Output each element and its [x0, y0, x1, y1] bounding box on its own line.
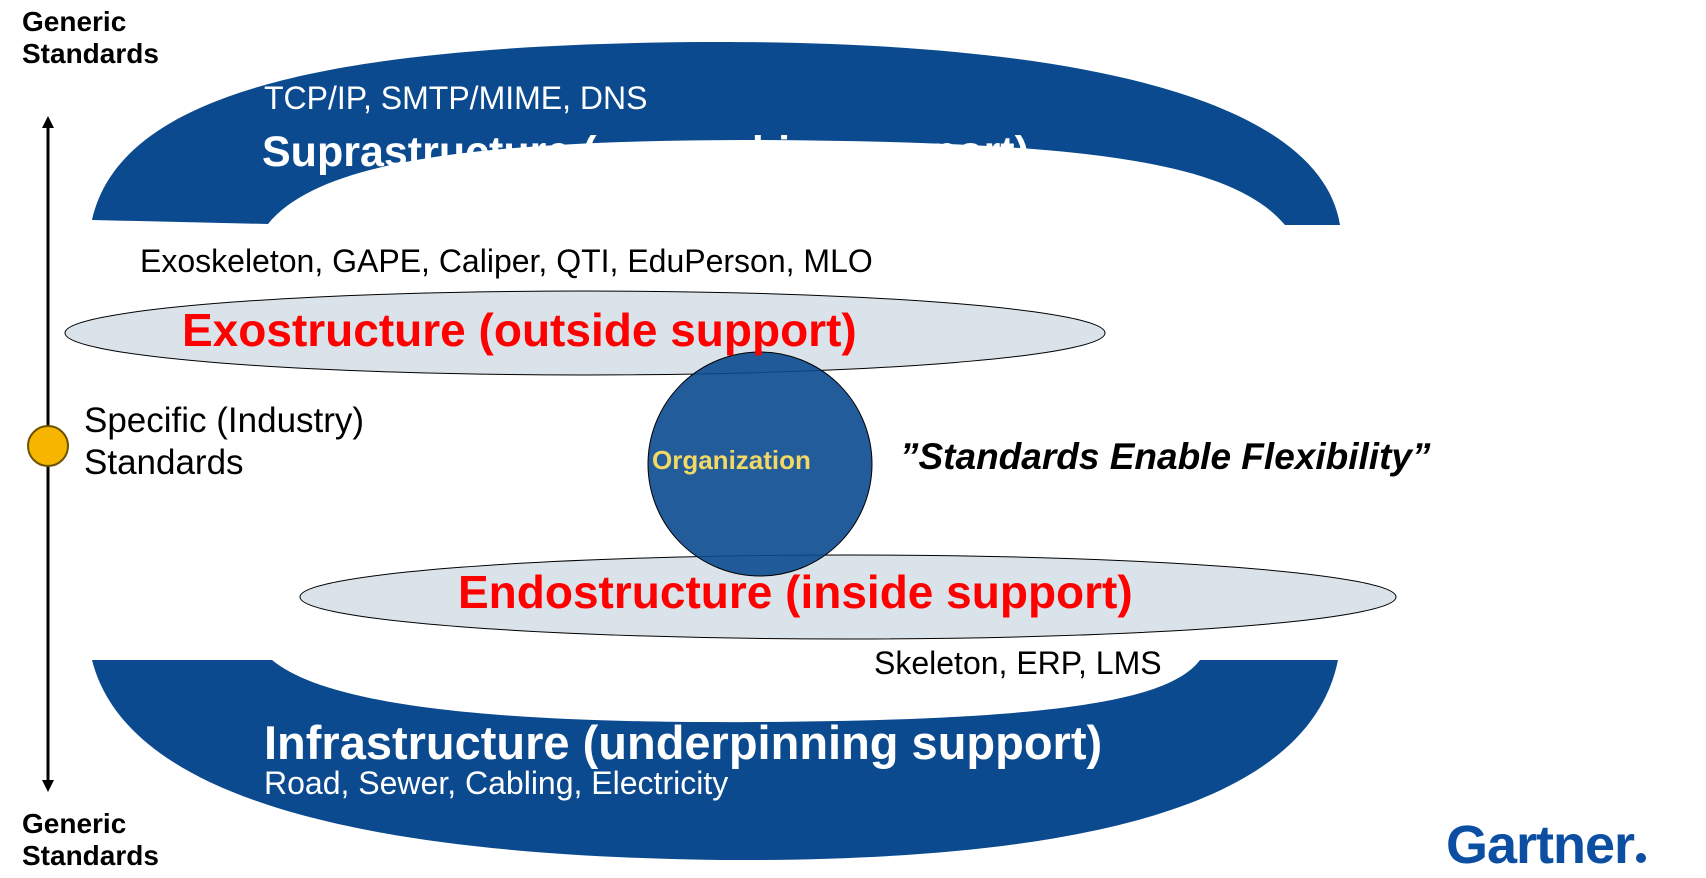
- logo-text: Gartner: [1446, 815, 1635, 875]
- axis-midpoint-marker: [27, 425, 69, 467]
- infrastructure-bowl: [92, 660, 1338, 861]
- endostructure-band: [299, 554, 1397, 640]
- exostructure-examples: Exoskeleton, GAPE, Caliper, QTI, EduPers…: [140, 243, 873, 279]
- suprastructure-arch: [92, 41, 1340, 225]
- endostructure-examples: Skeleton, ERP, LMS: [874, 645, 1162, 681]
- organization-label: Organization: [652, 445, 811, 475]
- infrastructure-title: Infrastructure (underpinning support): [264, 716, 1103, 769]
- infrastructure-examples: Road, Sewer, Cabling, Electricity: [264, 765, 729, 801]
- suprastructure-examples: TCP/IP, SMTP/MIME, DNS: [264, 80, 648, 116]
- tagline: ”Standards Enable Flexibility”: [900, 436, 1431, 477]
- exostructure-title: Exostructure (outside support): [182, 304, 857, 356]
- axis-bottom-label: Generic Standards: [22, 808, 159, 872]
- gartner-logo: Gartner: [1446, 815, 1647, 875]
- logo-dot-icon: [1636, 853, 1647, 863]
- organization-circle: [647, 351, 873, 577]
- endostructure-title: Endostructure (inside support): [458, 566, 1133, 618]
- suprastructure-title: Suprastructure (overarching support): [262, 128, 1029, 176]
- axis-top-label: Generic Standards: [22, 6, 159, 70]
- exostructure-band: [64, 290, 1106, 376]
- axis-middle-label: Specific (Industry) Standards: [84, 401, 365, 482]
